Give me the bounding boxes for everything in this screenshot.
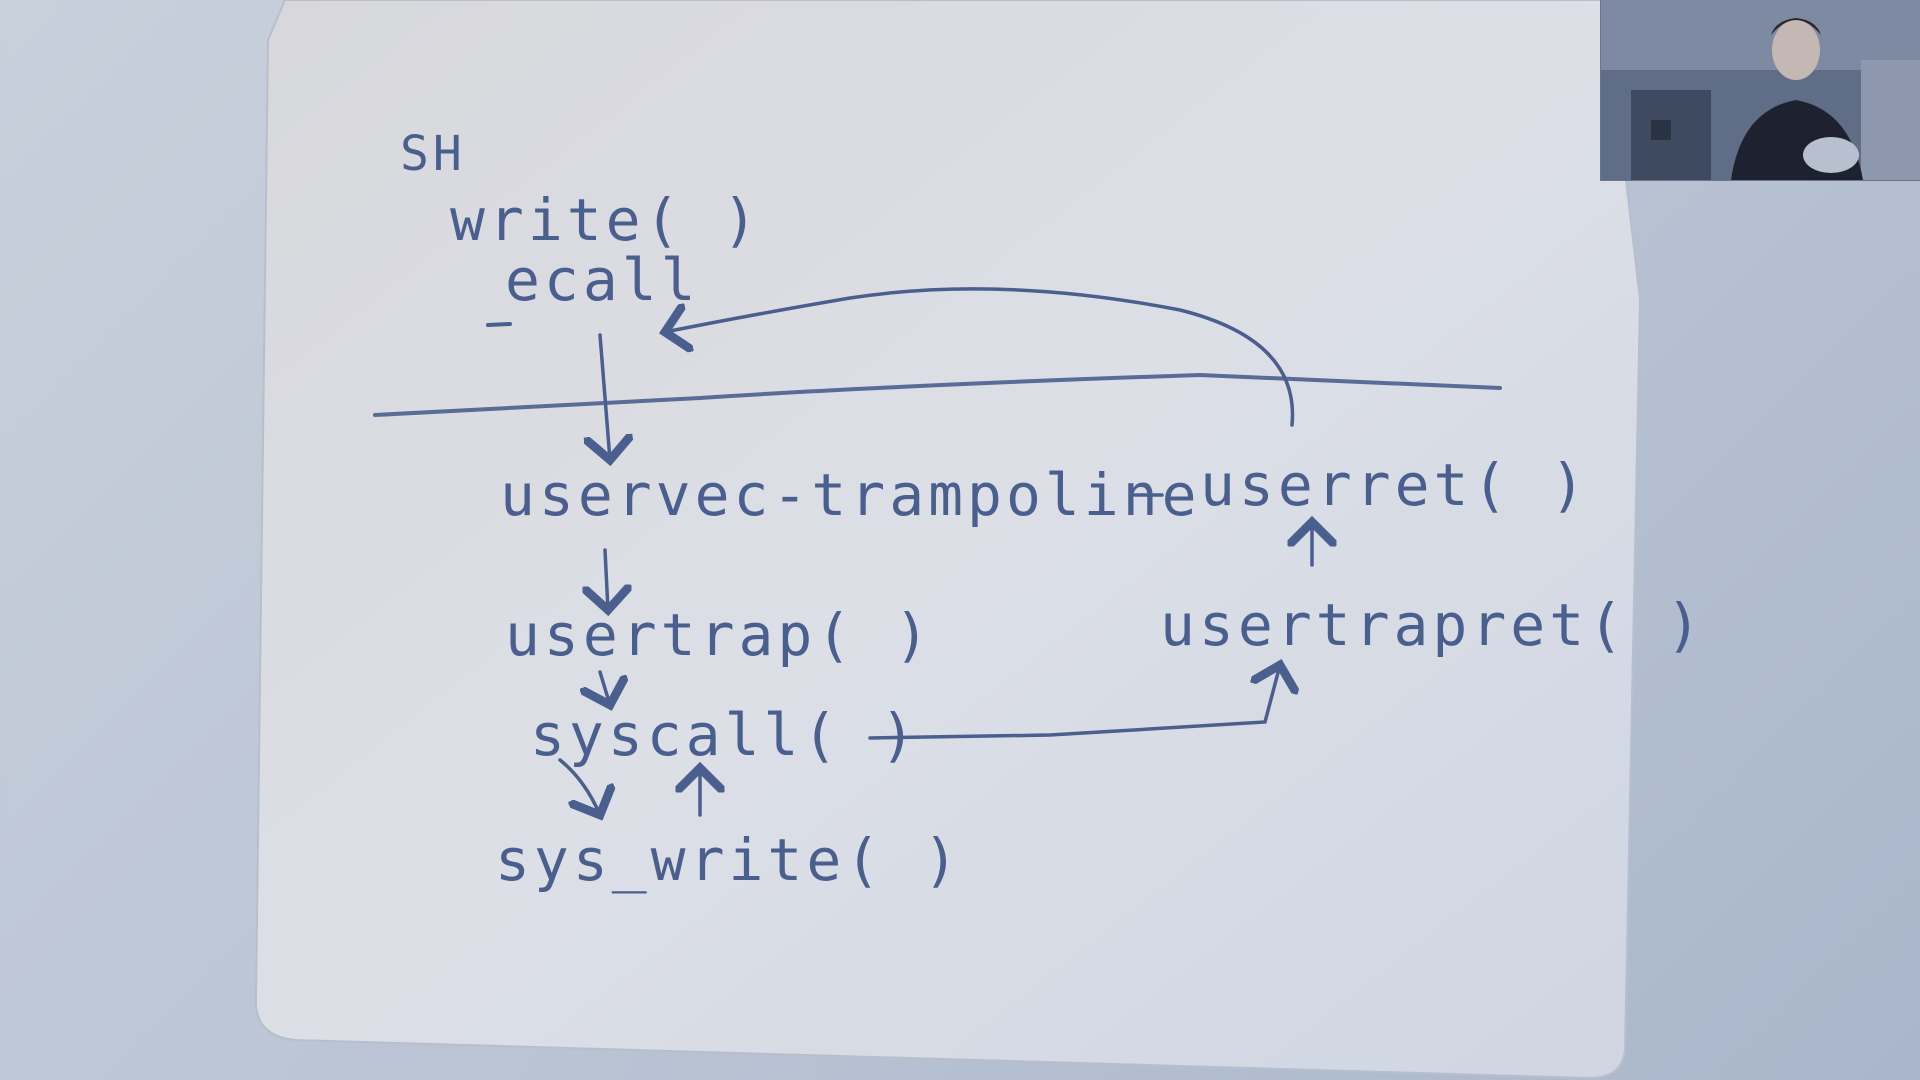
userret-label: userret( ) <box>1200 451 1589 519</box>
sys-write-label: sys_write( ) <box>495 826 962 894</box>
arrow-syscall-to-sys-write <box>558 758 600 815</box>
arrow-syscall-to-usertrapret <box>868 665 1280 740</box>
usertrapret-label: usertrapret( ) <box>1160 591 1705 659</box>
sh-label: SH <box>400 126 466 182</box>
ecall-label: ecall <box>505 246 700 314</box>
uservec-trampoline-label: uservec-trampoline <box>500 461 1201 529</box>
usertrap-label: usertrap( ) <box>505 601 933 669</box>
webcam-video <box>1600 0 1920 181</box>
arrow-ecall-to-uservec <box>600 333 610 460</box>
arrow-uservec-to-usertrap <box>605 548 608 610</box>
write-call-label: write( ) <box>450 186 761 254</box>
arrow-usertrap-to-syscall <box>600 670 610 705</box>
presenter-figure <box>1731 18 1863 180</box>
syscall-label: syscall( ) <box>530 701 919 769</box>
ecall-tick-mark <box>486 322 512 327</box>
user-kernel-divider <box>373 372 1502 417</box>
arrow-userret-to-ecall <box>665 287 1295 427</box>
